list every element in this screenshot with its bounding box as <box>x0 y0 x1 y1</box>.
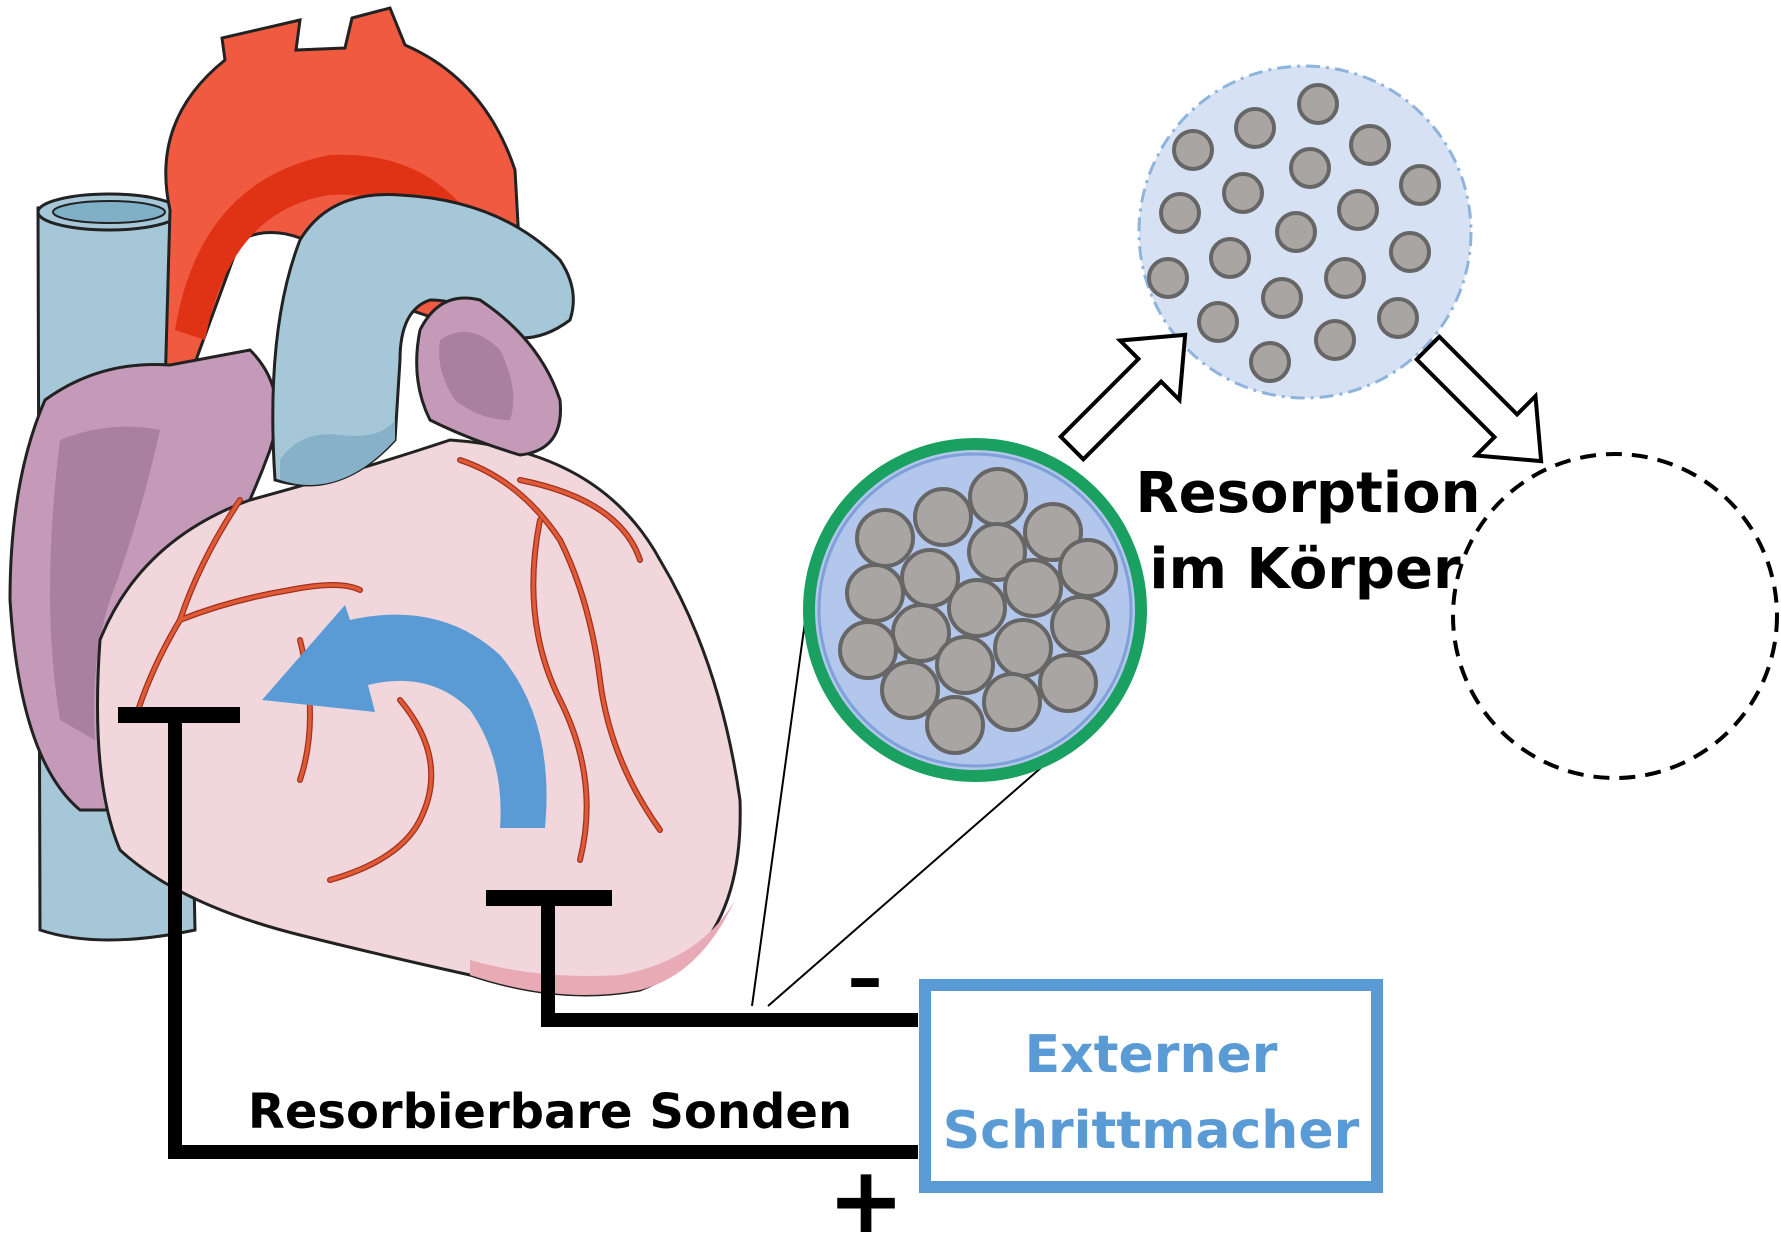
particle <box>1050 595 1110 655</box>
particle <box>1275 211 1317 253</box>
particle <box>1324 257 1366 299</box>
pacemaker-label-line2: Schrittmacher <box>943 1101 1360 1161</box>
particle <box>1003 558 1063 618</box>
external-pacemaker: Externer Schrittmacher <box>919 979 1383 1193</box>
particle <box>1058 538 1118 598</box>
plus-sign: + <box>827 1147 904 1242</box>
particle <box>982 672 1042 732</box>
coronary-vessels-light <box>133 458 662 882</box>
resorbed-empty-circle <box>1451 452 1779 780</box>
minus-sign: – <box>848 937 883 1019</box>
particle <box>1289 147 1331 189</box>
particle <box>1038 653 1098 713</box>
pacemaker-label-line1: Externer <box>1025 1025 1278 1085</box>
arrow-to-resorbed <box>1413 333 1544 464</box>
particle <box>1297 83 1339 125</box>
pulmonary-artery <box>271 193 575 487</box>
fiber-particles <box>838 467 1118 755</box>
particle <box>1249 341 1291 383</box>
particle <box>1147 257 1189 299</box>
particle <box>1261 277 1303 319</box>
particle <box>1389 231 1431 273</box>
particle <box>845 563 905 623</box>
particle <box>1337 189 1379 231</box>
particle <box>1197 301 1239 343</box>
resorbable-leads <box>118 707 918 1159</box>
particle <box>891 603 951 663</box>
particle <box>1234 107 1276 149</box>
dissolving-particles <box>1147 83 1441 383</box>
particle <box>947 578 1007 638</box>
particle <box>1172 129 1214 171</box>
particle <box>968 467 1028 527</box>
leads-label: Resorbierbare Sonden <box>248 1084 852 1140</box>
particle <box>1209 237 1251 279</box>
particle <box>967 522 1027 582</box>
particle <box>913 487 973 547</box>
fiber-cross-section <box>803 438 1147 782</box>
particle <box>925 695 985 755</box>
particle <box>1377 297 1419 339</box>
heart-illustration <box>8 6 742 997</box>
particle <box>838 620 898 680</box>
left-atrial-appendage <box>415 296 562 457</box>
particle <box>1222 172 1264 214</box>
arrow-to-dissolving <box>1057 332 1188 463</box>
conduction-arrow <box>262 605 547 828</box>
resorption-label-line2: im Körper <box>1149 537 1461 602</box>
particle <box>855 508 915 568</box>
particle <box>1314 319 1356 361</box>
lead-minus-wire <box>541 898 918 1027</box>
particle <box>1399 164 1441 206</box>
lead-plus-wire <box>168 715 918 1159</box>
particle <box>1023 502 1083 562</box>
dissolving-fiber <box>1137 64 1473 400</box>
particle <box>1159 192 1201 234</box>
resorption-label-line1: Resorption <box>1136 461 1481 526</box>
particle <box>880 660 940 720</box>
particle <box>1349 124 1391 166</box>
particle <box>935 635 995 695</box>
